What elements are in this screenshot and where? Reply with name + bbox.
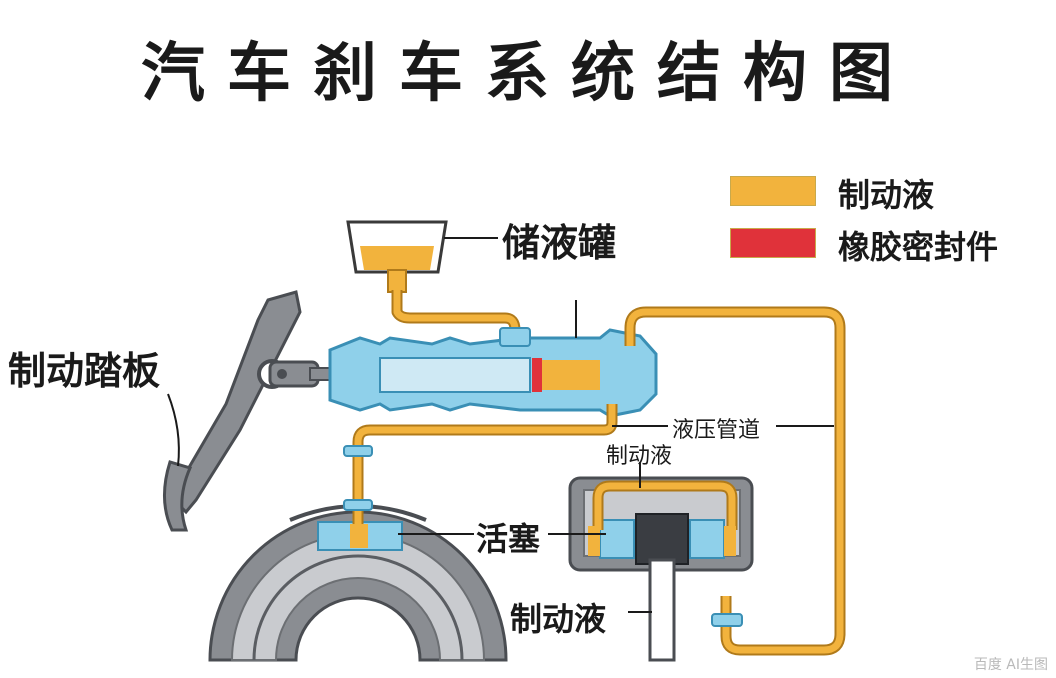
legend-label-fluid: 制动液 bbox=[838, 176, 935, 214]
fitting-drum-line bbox=[343, 445, 373, 457]
legend-swatch-fluid bbox=[730, 176, 816, 206]
fluid-wheel-cylinder bbox=[350, 524, 368, 548]
fitting-drum-mid bbox=[343, 499, 373, 511]
leader-lines bbox=[167, 237, 834, 613]
diagram-title: 汽车刹车系统结构图 bbox=[141, 37, 915, 111]
label-hydraulic-pipeline: 液压管道 bbox=[672, 418, 761, 443]
seal-master-cylinder bbox=[532, 358, 542, 392]
pipe-cylinder-to-right-loop bbox=[626, 308, 844, 654]
fitting-caliper-line bbox=[711, 613, 743, 627]
rotor-shaft bbox=[648, 558, 676, 662]
label-piston: 活塞 bbox=[476, 520, 541, 558]
label-lower-fluid: 制动液 bbox=[510, 600, 607, 638]
fluid-caliper-right bbox=[724, 526, 736, 556]
fluid-fills bbox=[343, 327, 743, 627]
fluid-in-master-cylinder bbox=[540, 360, 600, 390]
pipe-caliper-inner bbox=[594, 482, 736, 530]
label-caliper-fluid: 制动液 bbox=[606, 444, 673, 469]
brake-pedal bbox=[162, 290, 320, 532]
pipe-cylinder-to-drum bbox=[354, 404, 616, 526]
fluid-reservoir bbox=[346, 220, 448, 293]
brake-drum bbox=[208, 504, 508, 662]
legend-swatch-seal bbox=[730, 228, 816, 258]
label-brake-pedal: 制动踏板 bbox=[8, 349, 161, 393]
label-reservoir: 储液罐 bbox=[502, 221, 617, 265]
fluid-lines bbox=[352, 290, 846, 656]
fluid-caliper-left bbox=[588, 526, 600, 556]
fitting-reservoir-port bbox=[499, 327, 531, 347]
legend-label-seal: 橡胶密封件 bbox=[838, 228, 999, 266]
pipe-reservoir-to-cylinder bbox=[393, 290, 519, 346]
master-cylinder bbox=[328, 328, 658, 418]
watermark: 百度 AI生图 bbox=[973, 657, 1048, 673]
brake-caliper bbox=[568, 476, 754, 572]
